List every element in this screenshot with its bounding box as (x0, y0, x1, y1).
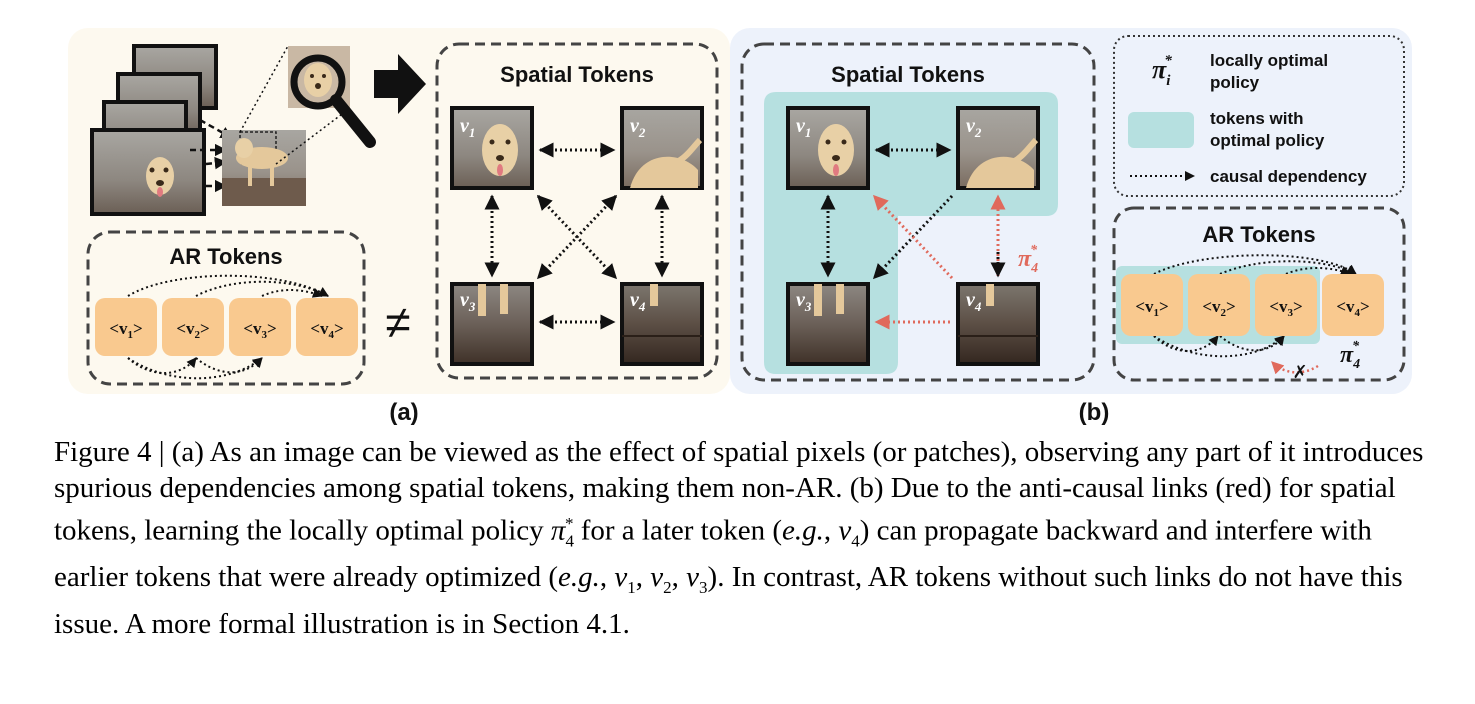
legend-tokens-text-2: optimal policy (1210, 131, 1325, 150)
spatial-tokens-box-a (435, 42, 719, 380)
spatial-tile-v3-a: v3 (450, 282, 534, 366)
panel-label-b: (b) (1079, 399, 1110, 426)
anti-causal-links-red (872, 194, 1006, 330)
pi4-label-ar: π4* (1340, 339, 1360, 372)
ar-token-v3-b: <v3> (1255, 274, 1317, 336)
spatial-tile-v1-b: v1 (786, 106, 870, 190)
spatial-tile-v1-a: v1 (450, 106, 534, 190)
ar-token-v1-a: <v1> (95, 298, 157, 356)
magnifier-icon (288, 46, 376, 148)
svg-text:<v3>: <v3> (243, 319, 276, 341)
svg-text:v4: v4 (630, 289, 646, 314)
svg-text:v3: v3 (460, 289, 476, 314)
legend-tokens-text: tokens with (1210, 109, 1304, 128)
ar-tokens-title-a: AR Tokens (169, 244, 282, 269)
spatial-tokens-box-b (740, 42, 1096, 382)
ar-dependencies-a (127, 274, 329, 380)
ar-token-v1-b: <v1> (1121, 274, 1183, 336)
not-equal-symbol: ≠ (385, 296, 410, 348)
legend-box (1113, 35, 1405, 197)
ar-tokens-title-b: AR Tokens (1202, 222, 1315, 247)
svg-text:<v3>: <v3> (1269, 297, 1302, 319)
spatial-tile-v2-b: v2 (956, 106, 1040, 190)
svg-text:<v1>: <v1> (109, 319, 142, 341)
svg-text:v1: v1 (460, 115, 475, 140)
ar-red-blocked-link (1271, 361, 1319, 375)
spatial-tokens-title-a: Spatial Tokens (500, 62, 654, 87)
spatial-tile-v4-a: v4 (620, 282, 704, 366)
dog-image (222, 130, 306, 206)
spatial-tile-v3-b: v3 (786, 282, 870, 366)
svg-text:<v2>: <v2> (1202, 297, 1235, 319)
svg-text:v2: v2 (966, 115, 982, 140)
ar-token-v2-a: <v2> (162, 298, 224, 356)
legend-causal-text: causal dependency (1210, 167, 1367, 186)
zoom-lines (239, 45, 351, 165)
svg-text:v3: v3 (796, 289, 812, 314)
blocked-cross-icon: ✗ (1292, 362, 1307, 382)
ar-token-v4-a: <v4> (296, 298, 358, 356)
ar-tokens-box-b (1112, 206, 1406, 382)
figure-diagram: Spatial Tokens v1 v2 v3 v4 AR Tokens (68, 28, 1412, 426)
spatial-tile-v2-a: v2 (620, 106, 704, 190)
legend-policy-text-2: policy (1210, 73, 1260, 92)
spatial-tokens-title-b: Spatial Tokens (831, 62, 985, 87)
svg-text:<v2>: <v2> (176, 319, 209, 341)
svg-text:v2: v2 (630, 115, 646, 140)
svg-text:<v4>: <v4> (1336, 297, 1369, 319)
figure-caption: Figure 4 | (a) As an image can be viewed… (54, 436, 1424, 641)
panel-label-a: (a) (389, 399, 418, 426)
svg-text:<v4>: <v4> (310, 319, 343, 341)
ar-dependencies-b (1153, 254, 1357, 358)
ar-token-v3-a: <v3> (229, 298, 291, 356)
legend-pi-symbol: πi* (1152, 53, 1172, 89)
stacked-image-frames (90, 44, 218, 216)
big-right-arrow (374, 54, 426, 114)
spatial-dependencies-a (484, 142, 670, 330)
spatial-tile-v4-b: v4 (956, 282, 1040, 366)
ar-tokens-box-a (86, 230, 366, 386)
legend-teal-swatch (1128, 112, 1194, 148)
svg-text:<v1>: <v1> (1135, 297, 1168, 319)
svg-text:v1: v1 (796, 115, 811, 140)
legend-policy-text: locally optimal (1210, 51, 1328, 70)
ar-token-v4-b: <v4> (1322, 274, 1384, 336)
svg-text:v4: v4 (966, 289, 982, 314)
pi4-label-spatial: π4* (1018, 243, 1038, 276)
ar-token-v2-b: <v2> (1188, 274, 1250, 336)
